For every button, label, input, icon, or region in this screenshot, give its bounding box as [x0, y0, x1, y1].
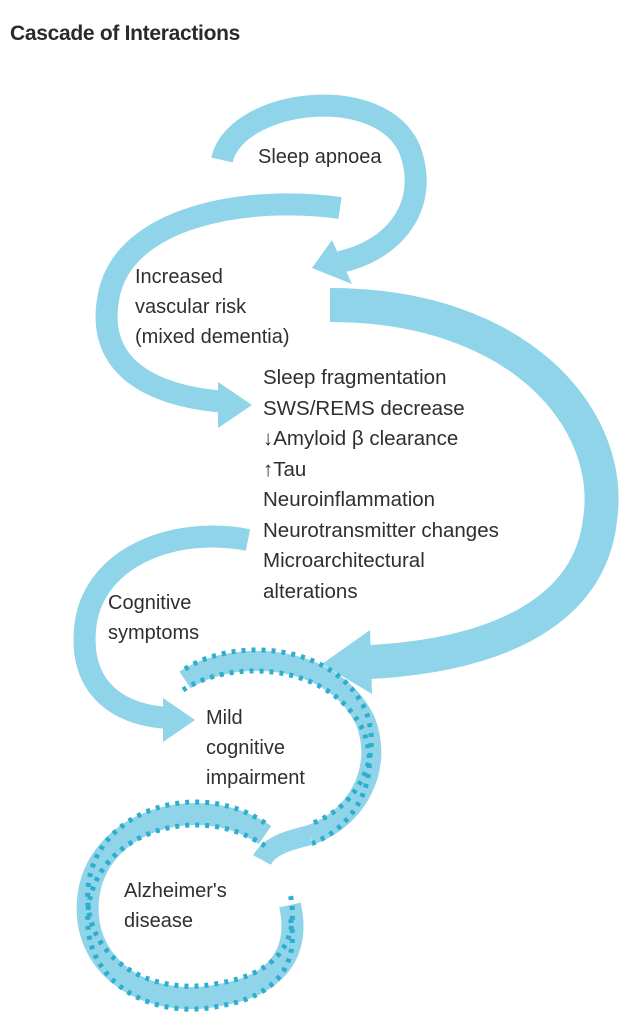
node-vascular-risk-line-1: Increased [135, 266, 223, 288]
mechanism-item: alterations [263, 579, 358, 603]
mechanism-item: Microarchitectural [263, 549, 425, 572]
node-mechanisms: Sleep fragmentation SWS/REMS decrease ↓A… [263, 363, 499, 607]
node-alzheimers-line-2: disease [124, 910, 193, 932]
mechanism-item: Neurotransmitter changes [263, 518, 499, 542]
node-cognitive-symptoms-line-1: Cognitive [108, 592, 192, 614]
node-sleep-apnoea: Sleep apnoea [258, 142, 381, 172]
node-vascular-risk-line-3: (mixed dementia) [135, 326, 290, 348]
arrow-symptoms-to-mci [73, 525, 251, 729]
diagram-title: Cascade of Interactions [10, 22, 241, 45]
arrow-vascular-to-mechanisms [95, 193, 342, 413]
node-sleep-apnoea-line: Sleep apnoea [258, 146, 382, 168]
arrow-apnoea-to-vascular [211, 94, 427, 273]
arrowhead-mechanisms-to-mci [322, 630, 372, 694]
node-mci: Mild cognitive impairment [206, 703, 305, 793]
arrow-mechanisms-to-mci [329, 288, 619, 679]
node-alzheimers-line-1: Alzheimer's [124, 880, 227, 902]
node-cognitive-symptoms-line-2: symptoms [108, 622, 200, 644]
arrowhead-symptoms-to-mci [163, 698, 195, 742]
arrowhead-vascular-to-mechanisms [218, 382, 252, 428]
mechanism-item: Neuroinflammation [263, 488, 436, 511]
arrowhead-apnoea-to-vascular [312, 240, 352, 284]
mci-ring [179, 647, 382, 866]
mechanism-item: Sleep fragmentation [263, 366, 447, 389]
node-mci-line-1: Mild [206, 707, 243, 729]
node-mci-line-2: cognitive [206, 737, 285, 759]
node-alzheimers: Alzheimer's disease [124, 876, 227, 936]
alzheimers-ring [76, 799, 304, 1012]
mechanism-item: ↓Amyloid β clearance [263, 427, 459, 450]
mechanism-item: ↑Tau [263, 457, 307, 481]
node-vascular-risk-line-2: vascular risk [135, 296, 247, 318]
node-vascular-risk: Increased vascular risk (mixed dementia) [135, 262, 290, 352]
mechanism-item: SWS/REMS decrease [263, 396, 465, 420]
node-cognitive-symptoms: Cognitive symptoms [108, 588, 199, 648]
node-mci-line-3: impairment [206, 767, 305, 789]
